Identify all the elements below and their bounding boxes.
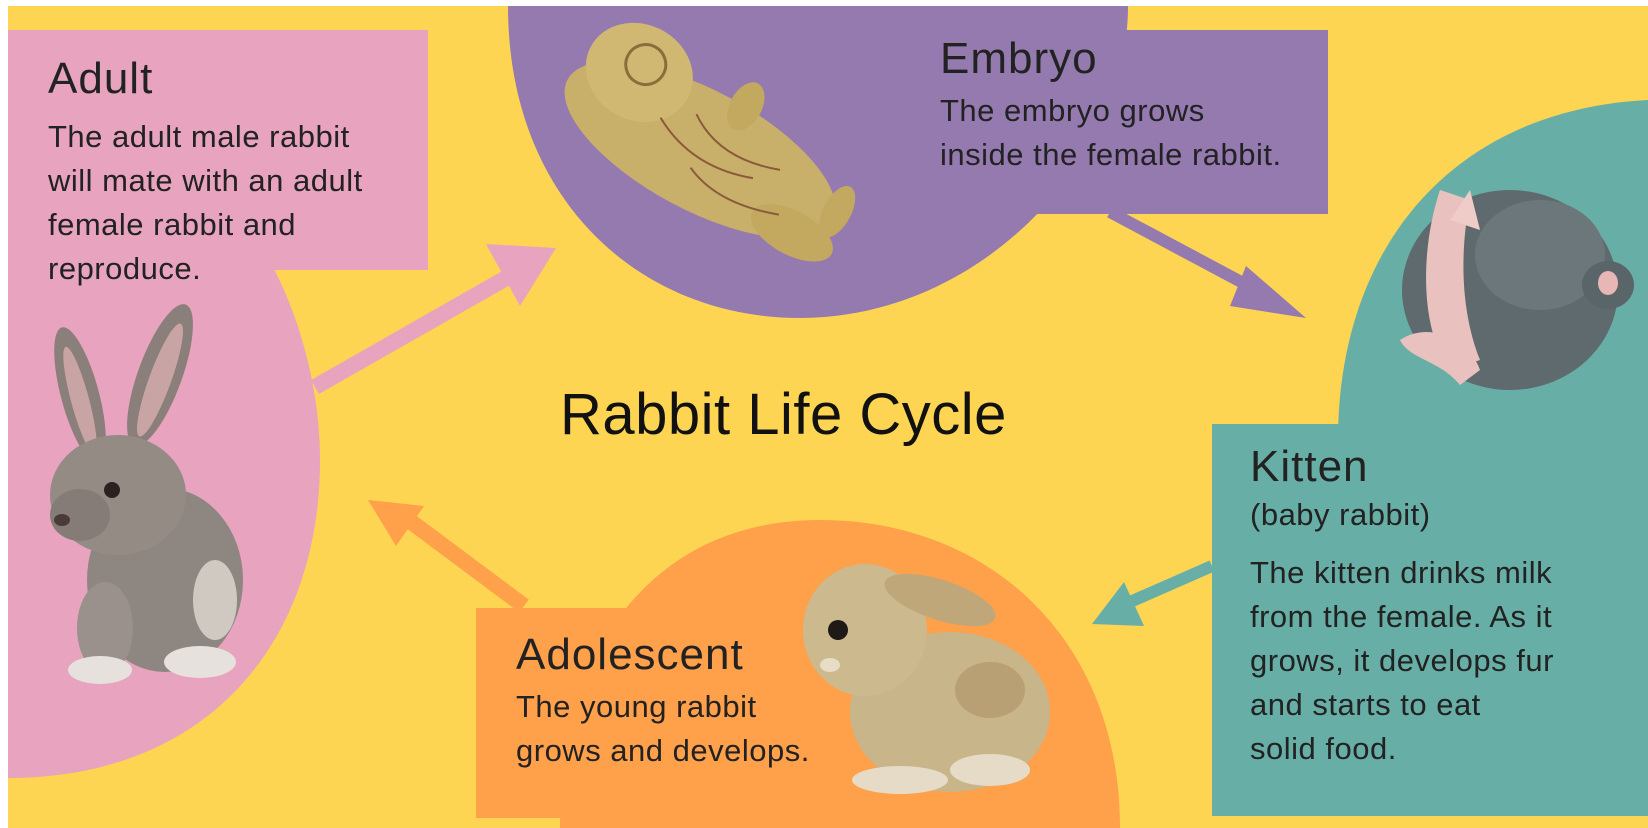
- adult-description: The adult male rabbit will mate with an …: [48, 115, 418, 291]
- embryo-text-block: Embryo The embryo grows inside the femal…: [940, 34, 1320, 177]
- adolescent-description-line: grows and develops.: [516, 729, 876, 773]
- kitten-description-line: and starts to eat: [1250, 683, 1640, 727]
- adult-description-line: The adult male rabbit: [48, 115, 418, 159]
- kitten-description-line: solid food.: [1250, 727, 1640, 771]
- diagram-title: Rabbit Life Cycle: [560, 383, 1020, 447]
- adolescent-title: Adolescent: [516, 630, 876, 681]
- kitten-description-line: The kitten drinks milk: [1250, 551, 1640, 595]
- adult-title: Adult: [48, 54, 418, 105]
- embryo-description: The embryo grows inside the female rabbi…: [940, 89, 1320, 177]
- adult-description-line: female rabbit and: [48, 203, 418, 247]
- embryo-title: Embryo: [940, 34, 1320, 85]
- adult-description-line: reproduce.: [48, 247, 418, 291]
- kitten-subtitle: (baby rabbit): [1250, 493, 1640, 537]
- kitten-description: The kitten drinks milk from the female. …: [1250, 551, 1640, 771]
- kitten-description-line: from the female. As it: [1250, 595, 1640, 639]
- kitten-title: Kitten: [1250, 442, 1640, 493]
- embryo-description-line: inside the female rabbit.: [940, 133, 1320, 177]
- adolescent-description-line: The young rabbit: [516, 685, 876, 729]
- adult-text-block: Adult The adult male rabbit will mate wi…: [48, 54, 418, 291]
- adolescent-text-block: Adolescent The young rabbit grows and de…: [516, 630, 876, 773]
- adult-description-line: will mate with an adult: [48, 159, 418, 203]
- adolescent-description: The young rabbit grows and develops.: [516, 685, 876, 773]
- embryo-description-line: The embryo grows: [940, 89, 1320, 133]
- kitten-description-line: grows, it develops fur: [1250, 639, 1640, 683]
- kitten-text-block: Kitten (baby rabbit) The kitten drinks m…: [1250, 442, 1640, 771]
